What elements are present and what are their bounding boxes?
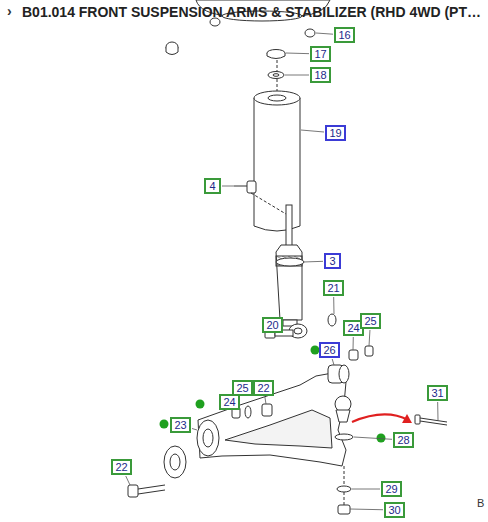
callout-number: 24 xyxy=(219,394,240,410)
callout-number: 16 xyxy=(334,27,355,43)
callout-number: 17 xyxy=(310,46,331,62)
arrow-head xyxy=(402,414,412,423)
callout-number: 25 xyxy=(360,313,381,329)
leader-line xyxy=(354,437,392,439)
callout-text: 28 xyxy=(397,434,409,446)
callout-text: 25 xyxy=(364,315,376,327)
callout-text: 21 xyxy=(327,282,339,294)
leader-line xyxy=(285,75,309,76)
callout-number: 21 xyxy=(323,280,344,296)
callout-number: 20 xyxy=(262,317,283,333)
callout-text: 26 xyxy=(323,344,335,356)
callout-text: 22 xyxy=(115,461,127,473)
leader-line xyxy=(192,428,197,430)
leader-line xyxy=(353,337,354,350)
callout-text: 29 xyxy=(385,483,397,495)
marker-dots xyxy=(160,346,386,443)
callout-number: 26 xyxy=(319,342,340,358)
label-chevron: › xyxy=(7,3,12,19)
callout-number: 23 xyxy=(170,417,191,433)
callout-text: 16 xyxy=(338,29,350,41)
callout-text: 22 xyxy=(257,382,269,394)
leader-line xyxy=(369,330,371,346)
leader-line xyxy=(350,509,383,511)
callout-text: 31 xyxy=(431,387,443,399)
callout-text: 25 xyxy=(236,382,248,394)
callout-number: 30 xyxy=(384,502,405,518)
callout-number: 4 xyxy=(204,178,221,194)
callout-number: 31 xyxy=(427,385,448,401)
callout-text: 24 xyxy=(223,396,235,408)
page-marker: B xyxy=(477,497,484,509)
leader-line xyxy=(126,476,130,485)
callout-text: 20 xyxy=(266,319,278,331)
callout-text: 17 xyxy=(314,48,326,60)
diagram-title: B01.014 FRONT SUSPENSION ARMS & STABILIZ… xyxy=(22,4,481,20)
callout-number: 3 xyxy=(324,253,341,269)
callout-text: 18 xyxy=(314,69,326,81)
leader-line xyxy=(301,130,324,132)
callout-text: 23 xyxy=(174,419,186,431)
callout-text: 19 xyxy=(329,127,341,139)
callout-number: 22 xyxy=(253,380,274,396)
leader-line xyxy=(352,489,380,490)
leader-line xyxy=(303,261,323,263)
callout-text: 24 xyxy=(347,322,359,334)
leader-line xyxy=(265,397,266,404)
leader-line xyxy=(316,33,333,34)
callout-number: 28 xyxy=(393,432,414,448)
leader-line xyxy=(332,359,334,365)
callout-number: 19 xyxy=(325,125,346,141)
callout-text: 4 xyxy=(209,180,215,192)
callout-number: 29 xyxy=(381,481,402,497)
leader-line xyxy=(333,297,334,314)
callout-text: 30 xyxy=(388,504,400,516)
callout-number: 18 xyxy=(310,67,331,83)
leader-line xyxy=(222,186,234,187)
callout-number: 22 xyxy=(111,459,132,475)
callout-text: 3 xyxy=(329,255,335,267)
red-arrow xyxy=(352,414,408,422)
leader-line xyxy=(437,402,438,420)
leader-line xyxy=(286,53,309,55)
